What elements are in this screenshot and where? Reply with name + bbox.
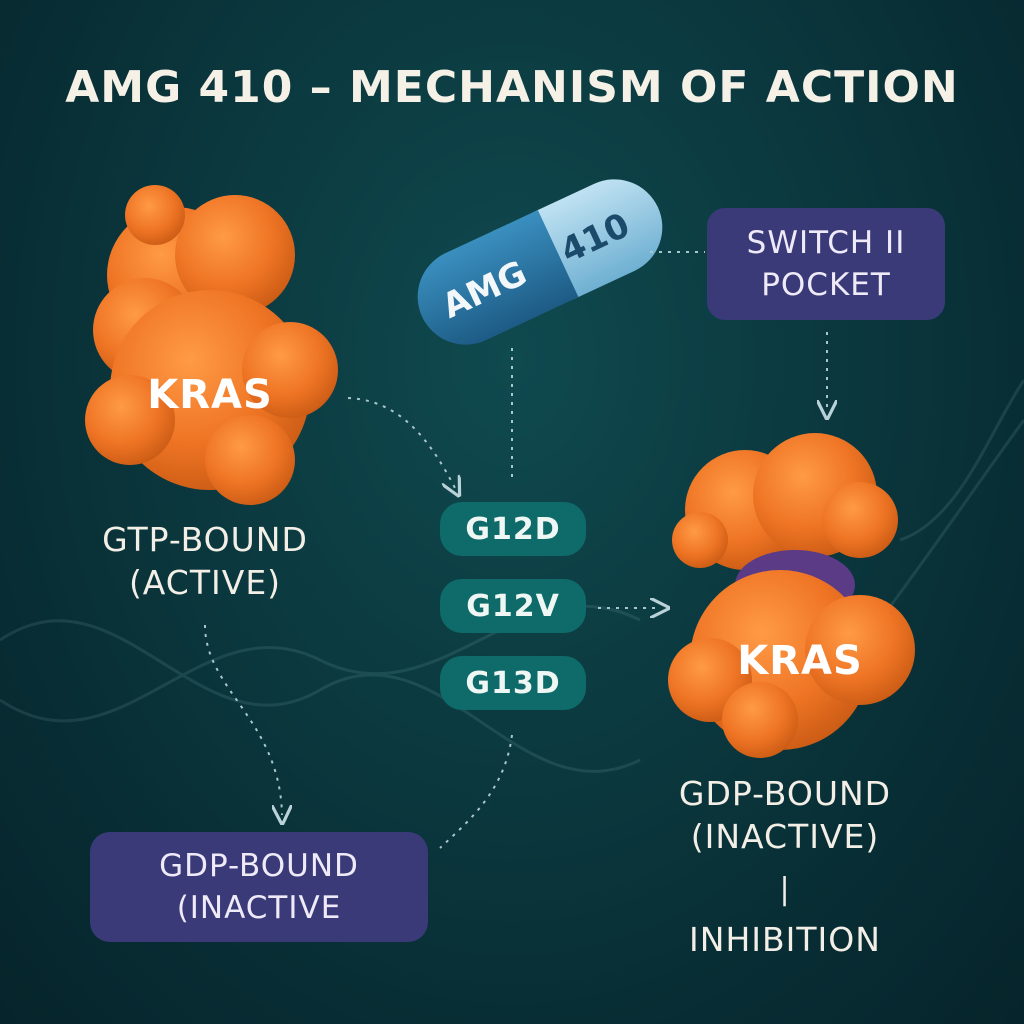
kras-inactive-label: KRAS [737,638,863,684]
gdp-box-line1: GDP-BOUND [159,848,359,884]
mutations-to-gdp-connector [439,734,513,849]
kras-inactive-state: GDP-BOUND (INACTIVE) [645,772,925,858]
kras-active-protein [85,185,338,505]
kras-inactive-protein [668,433,915,758]
switch-pocket-line1: SWITCH II [746,225,906,261]
inhibition-label: INHIBITION [689,920,881,959]
kras-inactive-state-line2: (INACTIVE) [690,817,880,856]
mutation-pill: G12V [440,579,586,633]
kras-inactive-state-line1: GDP-BOUND [678,774,892,813]
kras-active-state-line1: GTP-BOUND [102,520,308,559]
gdp-bound-box: GDP-BOUND (INACTIVE [90,832,428,942]
kras-active-state-line2: (ACTIVE) [128,563,282,602]
mutation-pill: G13D [440,656,586,710]
gdp-box-line2: (INACTIVE [176,890,342,926]
connectors [204,251,827,849]
separator-bar: | [779,872,791,907]
diagram-title: AMG 410 – MECHANISM OF ACTION [65,62,959,113]
active-to-gdp-arrow [204,624,282,815]
amg410-capsule: AMG 410 [417,179,663,345]
switch-ii-pocket-box: SWITCH II POCKET [707,208,945,320]
kras-active-label: KRAS [147,372,273,418]
kras-active-state: GTP-BOUND (ACTIVE) [70,518,340,604]
mutation-pill: G12D [440,502,586,556]
active-to-mutations-arrow [347,397,455,488]
switch-pocket-line2: POCKET [761,267,891,303]
